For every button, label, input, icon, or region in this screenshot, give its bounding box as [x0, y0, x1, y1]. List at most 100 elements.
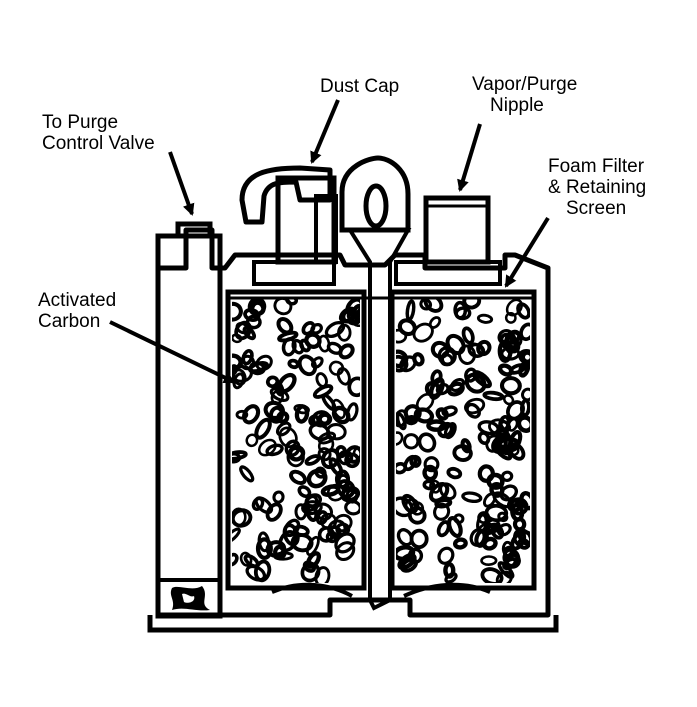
carbon-granule	[344, 499, 360, 516]
carbon-granule	[497, 363, 514, 377]
arrow-foam-filter	[504, 216, 550, 288]
carbon-granule	[346, 309, 359, 324]
arrow-purge-valve	[168, 151, 195, 216]
carbon-granule	[273, 551, 294, 561]
carbon-granule	[518, 360, 530, 378]
carbon-granule	[328, 457, 344, 477]
carbon-granule	[453, 513, 465, 525]
carbon-granule	[254, 417, 272, 440]
carbon-granule	[516, 415, 530, 433]
carbon-granule	[320, 448, 341, 470]
carbon-granule	[335, 522, 351, 537]
carbon-granule	[251, 496, 265, 512]
carbon-granule	[347, 376, 360, 398]
carbon-granule	[519, 398, 530, 417]
carbon-granule	[239, 465, 255, 483]
carbon-granule	[310, 356, 324, 369]
carbon-granule	[496, 522, 512, 537]
carbon-granule	[268, 405, 285, 424]
carbon-granule	[480, 567, 504, 583]
carbon-granule	[239, 354, 256, 371]
carbon-granule	[235, 321, 250, 335]
carbon-granule	[461, 491, 483, 504]
carbon-granule	[232, 364, 239, 376]
carbon-granule	[258, 438, 277, 457]
dust-cap	[239, 165, 338, 265]
carbon-granule	[423, 298, 444, 313]
carbon-granule	[285, 298, 299, 306]
carbon-granule	[476, 513, 488, 534]
carbon-granule	[312, 384, 334, 399]
carbon-granule	[499, 376, 522, 396]
carbon-granule	[310, 322, 323, 335]
carbon-granule	[265, 502, 283, 522]
carbon-granule	[324, 320, 346, 339]
carbon-granule	[430, 340, 450, 359]
carbon-granule	[488, 418, 511, 436]
carbon-granule	[245, 433, 259, 448]
carbon-granule	[232, 452, 242, 464]
carbon-granule	[305, 535, 320, 557]
carbon-granule	[439, 482, 457, 501]
carbon-granule	[477, 511, 491, 525]
carbon-granule	[305, 551, 322, 569]
arrow-activated-carbon	[109, 320, 236, 384]
carbon-granule	[336, 367, 351, 386]
carbon-granule	[489, 481, 505, 498]
carbon-granule	[424, 381, 442, 398]
carbon-granule	[255, 537, 273, 560]
carbon-granule	[403, 433, 420, 450]
carbon-granule	[304, 454, 321, 466]
carbon-granule	[422, 464, 439, 482]
leader-arrows	[109, 99, 550, 384]
label-dust-cap: Dust Cap	[320, 76, 400, 97]
carbon-granule	[423, 456, 440, 473]
carbon-granule	[461, 326, 475, 345]
carbon-granule	[272, 490, 285, 504]
carbon-granule	[270, 389, 284, 405]
carbon-granule	[436, 520, 451, 538]
carbon-granule	[407, 505, 427, 525]
carbon-granule	[255, 354, 273, 372]
carbon-granule	[447, 516, 463, 538]
carbon-granule	[405, 299, 416, 322]
carbon-granule	[317, 526, 335, 543]
carbon-granule	[315, 372, 328, 388]
carbon-granule	[516, 302, 530, 320]
carbon-granule	[477, 431, 491, 445]
label-vapor-purge-nipple: Vapor/Purge Nipple	[472, 74, 578, 116]
carbon-granule	[232, 527, 241, 544]
carbon-granule	[396, 349, 409, 369]
carbon-granule	[284, 439, 301, 457]
arrow-vapor-nipple	[457, 123, 482, 192]
carbon-granule	[399, 557, 419, 573]
carbon-granule	[301, 500, 323, 516]
carbon-granule	[232, 508, 253, 528]
carbon-granule	[403, 404, 422, 422]
carbon-granule	[508, 442, 526, 461]
carbon-granule	[396, 431, 404, 446]
carbon-granule	[328, 360, 345, 376]
carbon-granule	[449, 378, 466, 392]
carbon-granule	[452, 537, 468, 550]
carbon-granule	[502, 545, 516, 559]
carbon-granule	[404, 414, 419, 426]
carbon-granule	[331, 398, 346, 420]
carbon-granule	[317, 431, 337, 445]
carbon-granule	[437, 546, 455, 565]
carbon-granule	[503, 336, 517, 351]
carbon-granule	[303, 494, 319, 513]
carbon-granule	[482, 390, 505, 402]
carbon-granule	[486, 518, 501, 533]
carbon-granule	[437, 421, 454, 439]
carbon-granule	[453, 300, 468, 320]
carbon-granule	[265, 375, 280, 389]
carbon-granule	[297, 485, 312, 499]
carbon-granule	[278, 426, 298, 449]
carbon-granule	[396, 412, 407, 431]
carbon-granule	[242, 404, 261, 425]
carbon-granule	[502, 557, 518, 571]
carbon-granule	[396, 328, 408, 344]
carbon-granule	[499, 332, 521, 354]
